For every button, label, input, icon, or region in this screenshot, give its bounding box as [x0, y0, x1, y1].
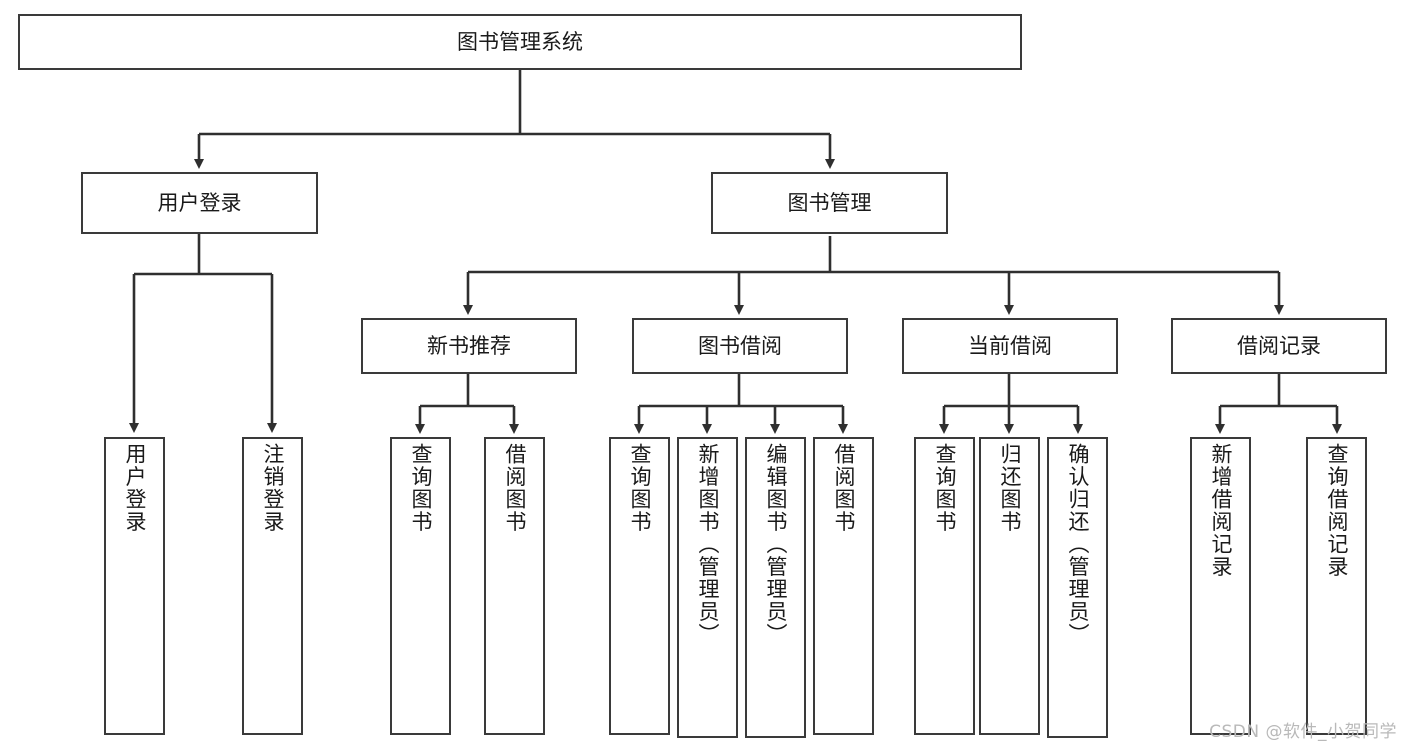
- node-leaf-query-book-1-label: 查询图书: [409, 443, 433, 533]
- node-leaf-user-login-label: 用户登录: [123, 443, 147, 533]
- node-leaf-query-book-3[interactable]: 查询图书: [914, 437, 975, 735]
- node-leaf-add-record-label: 新增借阅记录: [1209, 443, 1233, 578]
- node-leaf-query-record-label: 查询借阅记录: [1325, 443, 1349, 578]
- node-leaf-query-book-1[interactable]: 查询图书: [390, 437, 451, 735]
- node-root[interactable]: 图书管理系统: [18, 14, 1022, 70]
- node-leaf-edit-book[interactable]: 编辑图书（管理员）: [745, 437, 806, 738]
- node-leaf-borrow-book-1[interactable]: 借阅图书: [484, 437, 545, 735]
- node-root-label: 图书管理系统: [457, 29, 583, 54]
- node-borrow-record-label: 借阅记录: [1237, 333, 1321, 358]
- node-leaf-add-book[interactable]: 新增图书（管理员）: [677, 437, 738, 738]
- node-book-management-label: 图书管理: [787, 190, 872, 215]
- node-user-login-label: 用户登录: [157, 190, 242, 215]
- node-book-borrow[interactable]: 图书借阅: [632, 318, 848, 374]
- node-new-book-recommend-label: 新书推荐: [427, 333, 511, 358]
- node-leaf-edit-book-label: 编辑图书（管理员）: [764, 443, 788, 646]
- node-current-borrow[interactable]: 当前借阅: [902, 318, 1118, 374]
- node-leaf-confirm-return[interactable]: 确认归还（管理员）: [1047, 437, 1108, 738]
- node-current-borrow-label: 当前借阅: [968, 333, 1052, 358]
- node-leaf-borrow-book-2[interactable]: 借阅图书: [813, 437, 874, 735]
- node-leaf-user-login[interactable]: 用户登录: [104, 437, 165, 735]
- node-leaf-add-book-label: 新增图书（管理员）: [696, 443, 720, 646]
- node-leaf-borrow-book-1-label: 借阅图书: [503, 443, 527, 533]
- node-new-book-recommend[interactable]: 新书推荐: [361, 318, 577, 374]
- node-leaf-query-record[interactable]: 查询借阅记录: [1306, 437, 1367, 735]
- node-borrow-record[interactable]: 借阅记录: [1171, 318, 1387, 374]
- node-user-login[interactable]: 用户登录: [81, 172, 318, 234]
- node-leaf-confirm-return-label: 确认归还（管理员）: [1066, 443, 1090, 646]
- node-leaf-borrow-book-2-label: 借阅图书: [832, 443, 856, 533]
- node-leaf-return-book-label: 归还图书: [998, 443, 1022, 533]
- node-book-borrow-label: 图书借阅: [698, 333, 782, 358]
- node-book-management[interactable]: 图书管理: [711, 172, 948, 234]
- node-leaf-logout-login[interactable]: 注销登录: [242, 437, 303, 735]
- node-leaf-query-book-2[interactable]: 查询图书: [609, 437, 670, 735]
- node-leaf-query-book-3-label: 查询图书: [933, 443, 957, 533]
- node-leaf-query-book-2-label: 查询图书: [628, 443, 652, 533]
- node-leaf-add-record[interactable]: 新增借阅记录: [1190, 437, 1251, 735]
- node-leaf-logout-login-label: 注销登录: [261, 443, 285, 533]
- node-leaf-return-book[interactable]: 归还图书: [979, 437, 1040, 735]
